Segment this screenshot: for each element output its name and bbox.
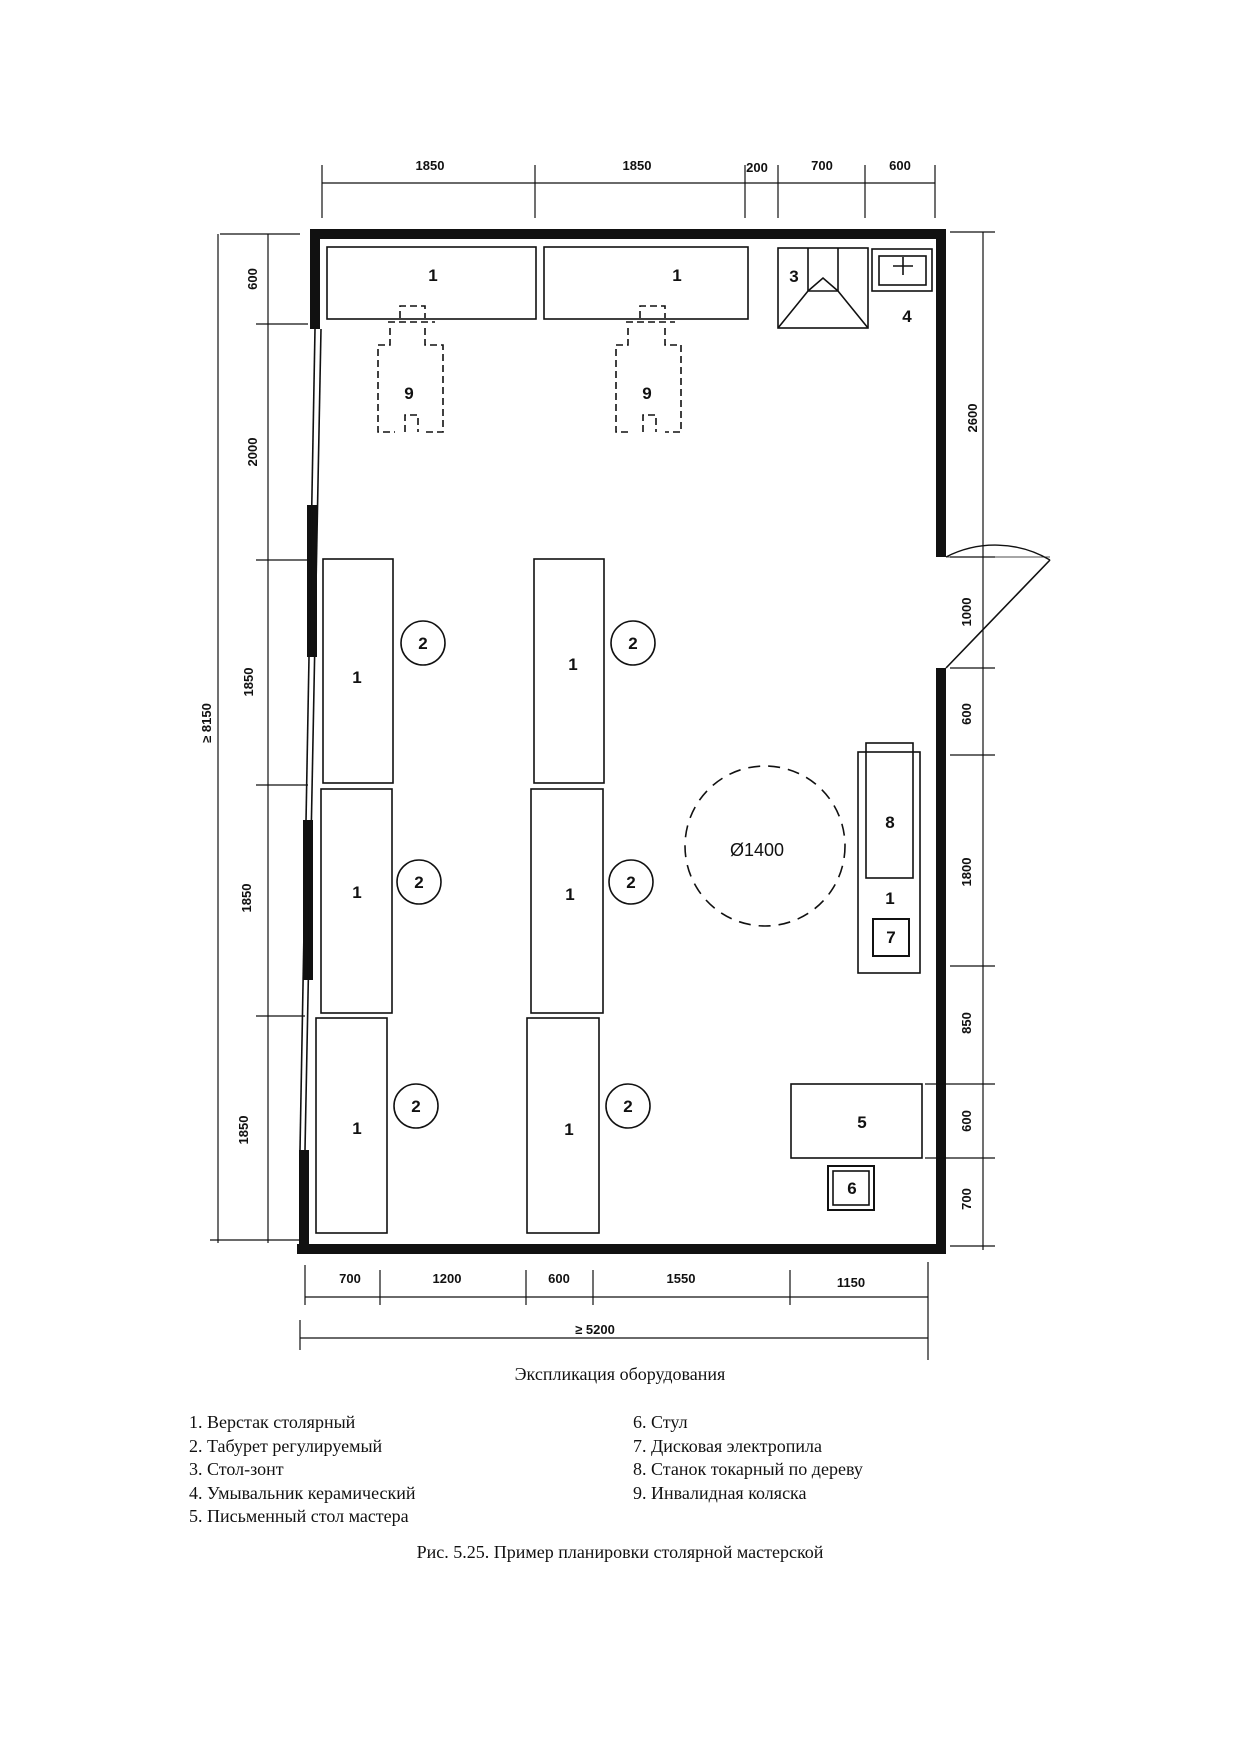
dim-top-1: 1850 bbox=[416, 158, 445, 173]
legend-item: 9. Инвалидная коляска bbox=[633, 1482, 807, 1503]
dim-right-4: 1800 bbox=[959, 858, 974, 887]
circular-saw bbox=[872, 918, 910, 957]
label-workbench-left-2: 1 bbox=[352, 883, 361, 902]
legend-item: 4. Умывальник керамический bbox=[189, 1482, 416, 1503]
dim-left-1: 600 bbox=[245, 268, 260, 290]
dim-left-3: 1850 bbox=[241, 668, 256, 697]
label-workbench-mid-2: 1 bbox=[565, 885, 574, 904]
dim-left-4: 1850 bbox=[239, 884, 254, 913]
legend-item: 5. Письменный стол мастера bbox=[189, 1506, 409, 1526]
turning-circle bbox=[684, 765, 846, 927]
dim-top-5: 600 bbox=[889, 158, 911, 173]
label-chair: 6 bbox=[847, 1179, 856, 1198]
dim-bottom-3: 600 bbox=[548, 1271, 570, 1286]
legend-item: 6. Стул bbox=[633, 1412, 688, 1432]
lathe bbox=[857, 742, 921, 974]
stool-3 bbox=[396, 859, 442, 905]
dim-right-5: 850 bbox=[959, 1012, 974, 1034]
legend-item: 8. Станок токарный по дереву bbox=[633, 1459, 863, 1479]
dimension-lines bbox=[210, 165, 995, 1360]
label-workbench-left-1: 1 bbox=[352, 668, 361, 687]
legend-item: 1. Верстак столярный bbox=[189, 1412, 356, 1432]
figure-caption: Рис. 5.25. Пример планировки столярной м… bbox=[416, 1542, 824, 1562]
dim-bottom-total: ≥ 5200 bbox=[575, 1322, 615, 1337]
stool-1 bbox=[400, 620, 446, 666]
label-lathe: 8 bbox=[885, 813, 894, 832]
label-wheelchair-2: 9 bbox=[642, 384, 651, 403]
label-stool-5: 2 bbox=[411, 1097, 420, 1116]
workbench-left-2 bbox=[320, 788, 393, 1014]
label-workbench-left-3: 1 bbox=[352, 1119, 361, 1138]
label-master-desk: 5 bbox=[857, 1113, 866, 1132]
dim-bottom-5: 1150 bbox=[837, 1275, 865, 1290]
wheelchair-1 bbox=[377, 305, 444, 433]
chair bbox=[827, 1165, 875, 1211]
label-turning-circle: Ø1400 bbox=[730, 840, 784, 860]
stool-4 bbox=[608, 859, 654, 905]
dim-right-3: 600 bbox=[959, 703, 974, 725]
dim-bottom-1: 700 bbox=[339, 1271, 361, 1286]
dim-bottom-2: 1200 bbox=[433, 1271, 462, 1286]
label-stool-6: 2 bbox=[623, 1097, 632, 1116]
workbench-top-1 bbox=[326, 246, 537, 320]
stool-6 bbox=[605, 1083, 651, 1129]
label-workbench-top-2: 1 bbox=[672, 266, 681, 285]
label-sink: 4 bbox=[902, 307, 912, 326]
master-desk bbox=[790, 1083, 923, 1159]
dim-right-2: 1000 bbox=[959, 598, 974, 627]
dim-top-4: 700 bbox=[811, 158, 833, 173]
dim-left-2: 2000 bbox=[245, 438, 260, 467]
dim-top-3: 200 bbox=[746, 160, 768, 175]
sink bbox=[871, 248, 933, 292]
label-hood: 3 bbox=[789, 267, 798, 286]
explication-title: Экспликация оборудования bbox=[514, 1364, 726, 1384]
legend-right: 6. Стул 7. Дисковая электропила 8. Стано… bbox=[633, 1411, 863, 1505]
stool-5 bbox=[393, 1083, 439, 1129]
legend-left: 1. Верстак столярный 2. Табурет регулиру… bbox=[189, 1411, 416, 1529]
label-stool-1: 2 bbox=[418, 634, 427, 653]
workbench-left-1 bbox=[322, 558, 394, 784]
label-stool-2: 2 bbox=[628, 634, 637, 653]
label-stool-4: 2 bbox=[626, 873, 635, 892]
dim-right-6: 600 bbox=[959, 1110, 974, 1132]
legend-item: 2. Табурет регулируемый bbox=[189, 1435, 383, 1456]
dim-right-7: 700 bbox=[959, 1188, 974, 1210]
workbench-mid-2 bbox=[530, 788, 604, 1014]
workbench-mid-1 bbox=[533, 558, 605, 784]
label-wheelchair-1: 9 bbox=[404, 384, 413, 403]
wheelchair-2 bbox=[615, 305, 682, 433]
dim-left-total: ≥ 8150 bbox=[199, 703, 214, 743]
label-workbench-top-1: 1 bbox=[428, 266, 437, 285]
dim-bottom-4: 1550 bbox=[667, 1271, 696, 1286]
hood bbox=[777, 247, 869, 329]
legend-item: 3. Стол-зонт bbox=[189, 1459, 284, 1479]
workbench-top-2 bbox=[543, 246, 749, 320]
label-saw: 7 bbox=[886, 928, 895, 947]
dim-right-1: 2600 bbox=[965, 404, 980, 433]
label-stool-3: 2 bbox=[414, 873, 423, 892]
dim-top-2: 1850 bbox=[623, 158, 652, 173]
workshop-floor-plan: 1850 1850 200 700 600 600 2000 1850 1850… bbox=[199, 158, 1051, 1360]
workbench-mid-3 bbox=[526, 1017, 600, 1234]
stool-2 bbox=[610, 620, 656, 666]
dim-left-5: 1850 bbox=[236, 1116, 251, 1145]
label-workbench-mid-3: 1 bbox=[564, 1120, 573, 1139]
label-workbench-lathe: 1 bbox=[885, 889, 894, 908]
walls bbox=[297, 229, 946, 1254]
legend-item: 7. Дисковая электропила bbox=[633, 1435, 822, 1456]
label-workbench-mid-1: 1 bbox=[568, 655, 577, 674]
workbench-left-3 bbox=[315, 1017, 388, 1234]
